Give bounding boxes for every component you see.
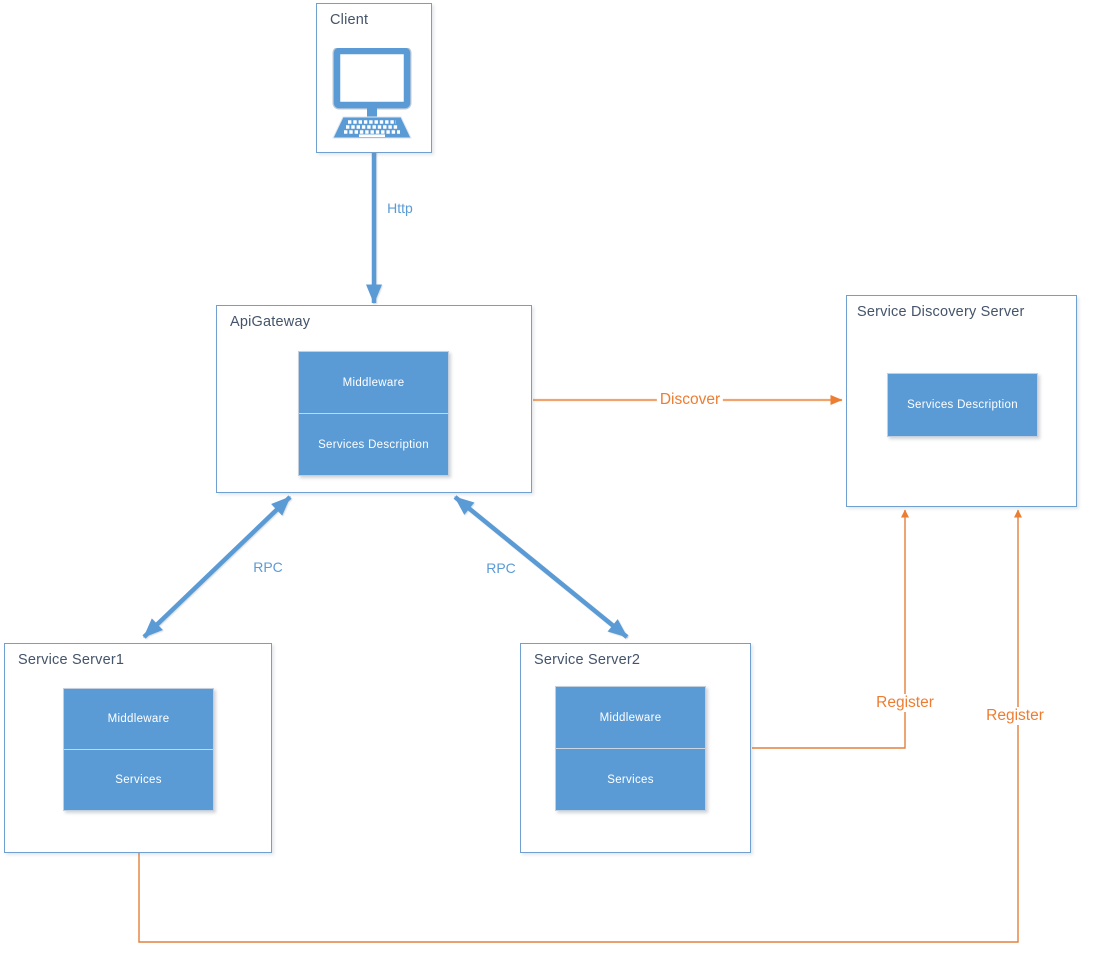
node-api-gateway: ApiGateway Middleware Services Descripti…: [216, 305, 532, 493]
node-service-server2-title: Service Server2: [534, 652, 641, 668]
discover-label: Discover: [656, 391, 724, 409]
node-service-server1-title: Service Server1: [18, 652, 125, 668]
service-discovery-layer-services-description: Services Description: [907, 399, 1018, 411]
service-server2-layer-middleware: Middleware: [599, 711, 662, 724]
node-client: Client: [316, 3, 432, 153]
api-gateway-layer-middleware: Middleware: [342, 376, 405, 389]
rpc-label-server1: RPC: [253, 559, 283, 575]
api-gateway-layer-services-description: Services Description: [299, 413, 448, 475]
rpc-arrow-server2: [453, 495, 629, 639]
node-service-discovery-server: Service Discovery Server Services Descri…: [846, 295, 1077, 507]
service-server2-stack: Middleware Services: [555, 686, 706, 811]
client-computer-icon: [332, 48, 412, 139]
node-service-discovery-title: Service Discovery Server: [857, 304, 1025, 320]
register-label-server2: Register: [873, 694, 937, 712]
service-discovery-stack: Services Description: [887, 373, 1038, 437]
node-service-server1: Service Server1 Middleware Services: [4, 643, 272, 853]
service-server1-layer-services: Services: [64, 749, 213, 810]
rpc-label-server2: RPC: [486, 560, 516, 576]
service-server2-layer-services: Services: [556, 748, 705, 810]
api-gateway-stack: Middleware Services Description: [298, 351, 449, 476]
register-arrow-server2: [752, 509, 909, 749]
node-api-gateway-title: ApiGateway: [230, 314, 311, 330]
service-server1-stack: Middleware Services: [63, 688, 214, 811]
register-label-server1: Register: [983, 707, 1047, 725]
node-service-server2: Service Server2 Middleware Services: [520, 643, 751, 853]
node-client-title: Client: [330, 12, 369, 28]
http-label: Http: [387, 200, 413, 216]
service-server1-layer-middleware: Middleware: [107, 713, 170, 725]
